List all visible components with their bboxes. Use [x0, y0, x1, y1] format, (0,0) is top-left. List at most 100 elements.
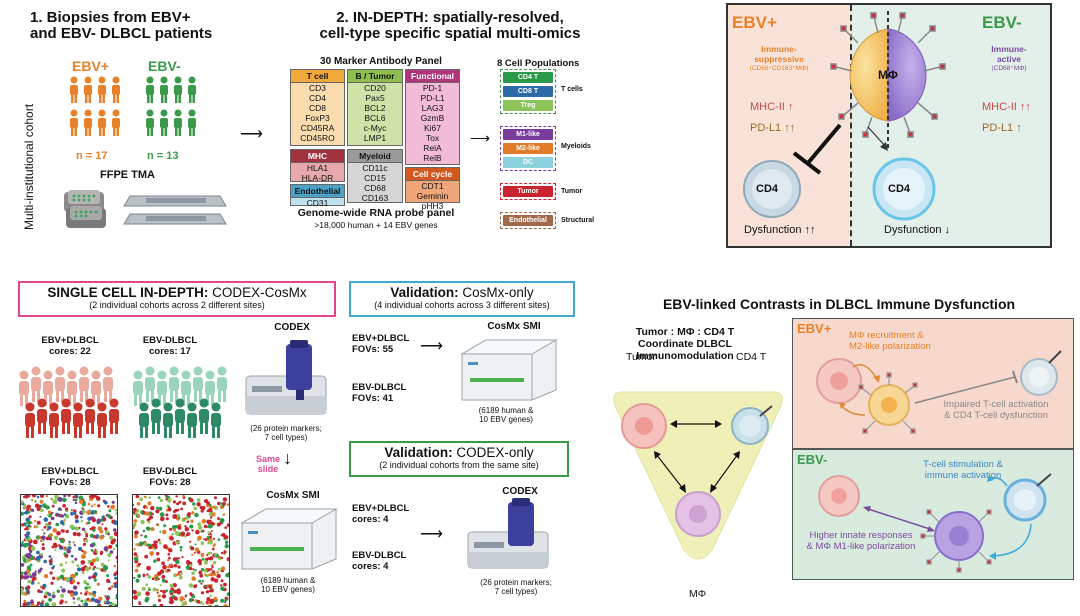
fov-cell-dot	[107, 559, 110, 562]
fov-cell-dot	[30, 499, 34, 502]
fov-cell-dot	[134, 530, 139, 535]
fov-cell-dot	[172, 510, 176, 514]
fov-cell-dot	[67, 495, 71, 497]
arrow-panel-populations: ⟶	[470, 130, 491, 146]
fov-cell-dot	[217, 501, 221, 506]
fov-cell-dot	[194, 569, 197, 572]
fov-cell-dot	[207, 531, 211, 535]
fov-cell-dot	[160, 516, 165, 522]
fov-cell-dot	[136, 502, 141, 506]
fov-cell-dot	[156, 506, 159, 510]
fov-cell-dot	[200, 509, 204, 513]
fov-cell-dot	[33, 539, 38, 545]
fov-cell-dot	[110, 585, 114, 589]
fov-cell-dot	[216, 571, 219, 574]
fov-cell-dot	[115, 604, 117, 606]
fov-cell-dot	[146, 573, 149, 576]
pop-m2: M2-like	[503, 143, 553, 154]
fov-cell-dot	[84, 566, 90, 572]
fov-cell-dot	[86, 510, 91, 515]
fov-cell-dot	[70, 592, 75, 598]
cosmx-note-l1: (6189 human &	[260, 576, 316, 585]
fov-cell-dot	[54, 548, 57, 551]
fov-cell-dot	[151, 512, 154, 516]
fov-cell-dot	[116, 540, 117, 543]
fov-cell-dot	[200, 541, 205, 546]
fov-cell-dot	[80, 519, 84, 523]
fov-cell-dot	[149, 551, 154, 556]
fov-cell-dot	[78, 604, 81, 606]
fov-cell-dot	[49, 533, 53, 537]
fov-cell-dot	[39, 515, 42, 518]
fov-cell-dot	[95, 496, 101, 501]
fov-cell-dot	[61, 588, 66, 593]
fov-cell-dot	[175, 495, 178, 498]
marker: PD-1	[422, 83, 443, 93]
fov-cell-dot	[224, 598, 228, 602]
neg-stim-l2: immune activation	[924, 470, 1002, 481]
fov-cell-dot	[54, 495, 59, 500]
fov-cell-dot	[70, 581, 74, 585]
dys-pos: Dysfunction ↑↑	[744, 224, 816, 236]
contrast-neg-label: EBV-	[797, 452, 828, 467]
fov-cell-dot	[103, 546, 109, 552]
fov-cell-dot	[60, 538, 65, 544]
triangle-diagram	[613, 391, 783, 560]
fov-cell-dot	[211, 512, 216, 517]
fov-cell-dot	[216, 604, 219, 606]
fov-cell-dot	[68, 543, 71, 546]
contrast-pos-label: EBV+	[797, 321, 832, 336]
fov-cell-dot	[68, 540, 71, 544]
fov-cell-dot	[137, 591, 141, 595]
arrow-s1-s2: ⟶	[240, 126, 263, 143]
cd4-pos-label: CD4	[756, 183, 779, 195]
fov-cell-dot	[90, 549, 94, 552]
fov-cell-dot	[37, 589, 41, 593]
fov-cell-dot	[52, 591, 55, 595]
fov-cell-dot	[96, 518, 102, 524]
fov-cell-dot	[103, 500, 108, 505]
group-mhc-header: MHC	[291, 150, 344, 163]
group-endothelial: Endothelial CD31	[290, 184, 345, 208]
fov-cell-dot	[112, 547, 116, 551]
fov-cell-dot	[28, 542, 31, 546]
fov-cell-dot	[64, 600, 68, 604]
same-l2: slide	[257, 464, 279, 474]
fov-cell-dot	[209, 588, 214, 593]
fov-cell-dot	[210, 530, 213, 533]
fov-cell-dot	[163, 544, 168, 549]
fov-cell-dot	[134, 568, 139, 573]
fov-cell-dot	[167, 507, 172, 512]
fov-cell-dot	[169, 599, 174, 605]
fov-cell-dot	[196, 538, 200, 542]
fov-cell-dot	[217, 517, 220, 521]
fov-cell-dot	[169, 583, 174, 588]
fov-cell-dot	[106, 574, 110, 578]
fov-cell-dot	[196, 498, 201, 502]
pdl1-neg: PD-L1 ↑	[982, 122, 1022, 134]
fov-cell-dot	[99, 518, 103, 522]
marker: CD45RO	[300, 133, 335, 143]
fov-cell-dot	[50, 497, 54, 501]
group-tcell: T cell CD3 CD4 CD8 FoxP3 CD45RA CD45RO	[290, 69, 345, 146]
fov-cell-dot	[70, 511, 74, 516]
fov-cell-dot	[84, 530, 87, 533]
neg-innate: Higher innate responses & MΦ M1-like pol…	[799, 530, 923, 552]
fov-cell-dot	[89, 516, 93, 521]
fov-cell-dot	[200, 591, 205, 595]
ebv-neg-patients	[146, 76, 196, 136]
codex-instrument	[245, 340, 327, 415]
pos-recruit-l2: M2-like polarization	[849, 341, 931, 352]
same-l1: Same	[256, 454, 281, 464]
fov-cell-dot	[80, 516, 83, 519]
fov-cell-dot	[56, 530, 61, 536]
fov-cell-dot	[203, 568, 208, 573]
fov-cell-dot	[207, 604, 213, 606]
fov-cell-dot	[26, 590, 30, 594]
fov-cell-dot	[199, 573, 204, 578]
pop-cd8t: CD8 T	[503, 86, 553, 97]
fov-cell-dot	[204, 538, 208, 542]
fov-cell-dot	[114, 576, 117, 580]
fov-cell-dot	[149, 543, 152, 547]
n-pos: n = 17	[76, 150, 108, 162]
